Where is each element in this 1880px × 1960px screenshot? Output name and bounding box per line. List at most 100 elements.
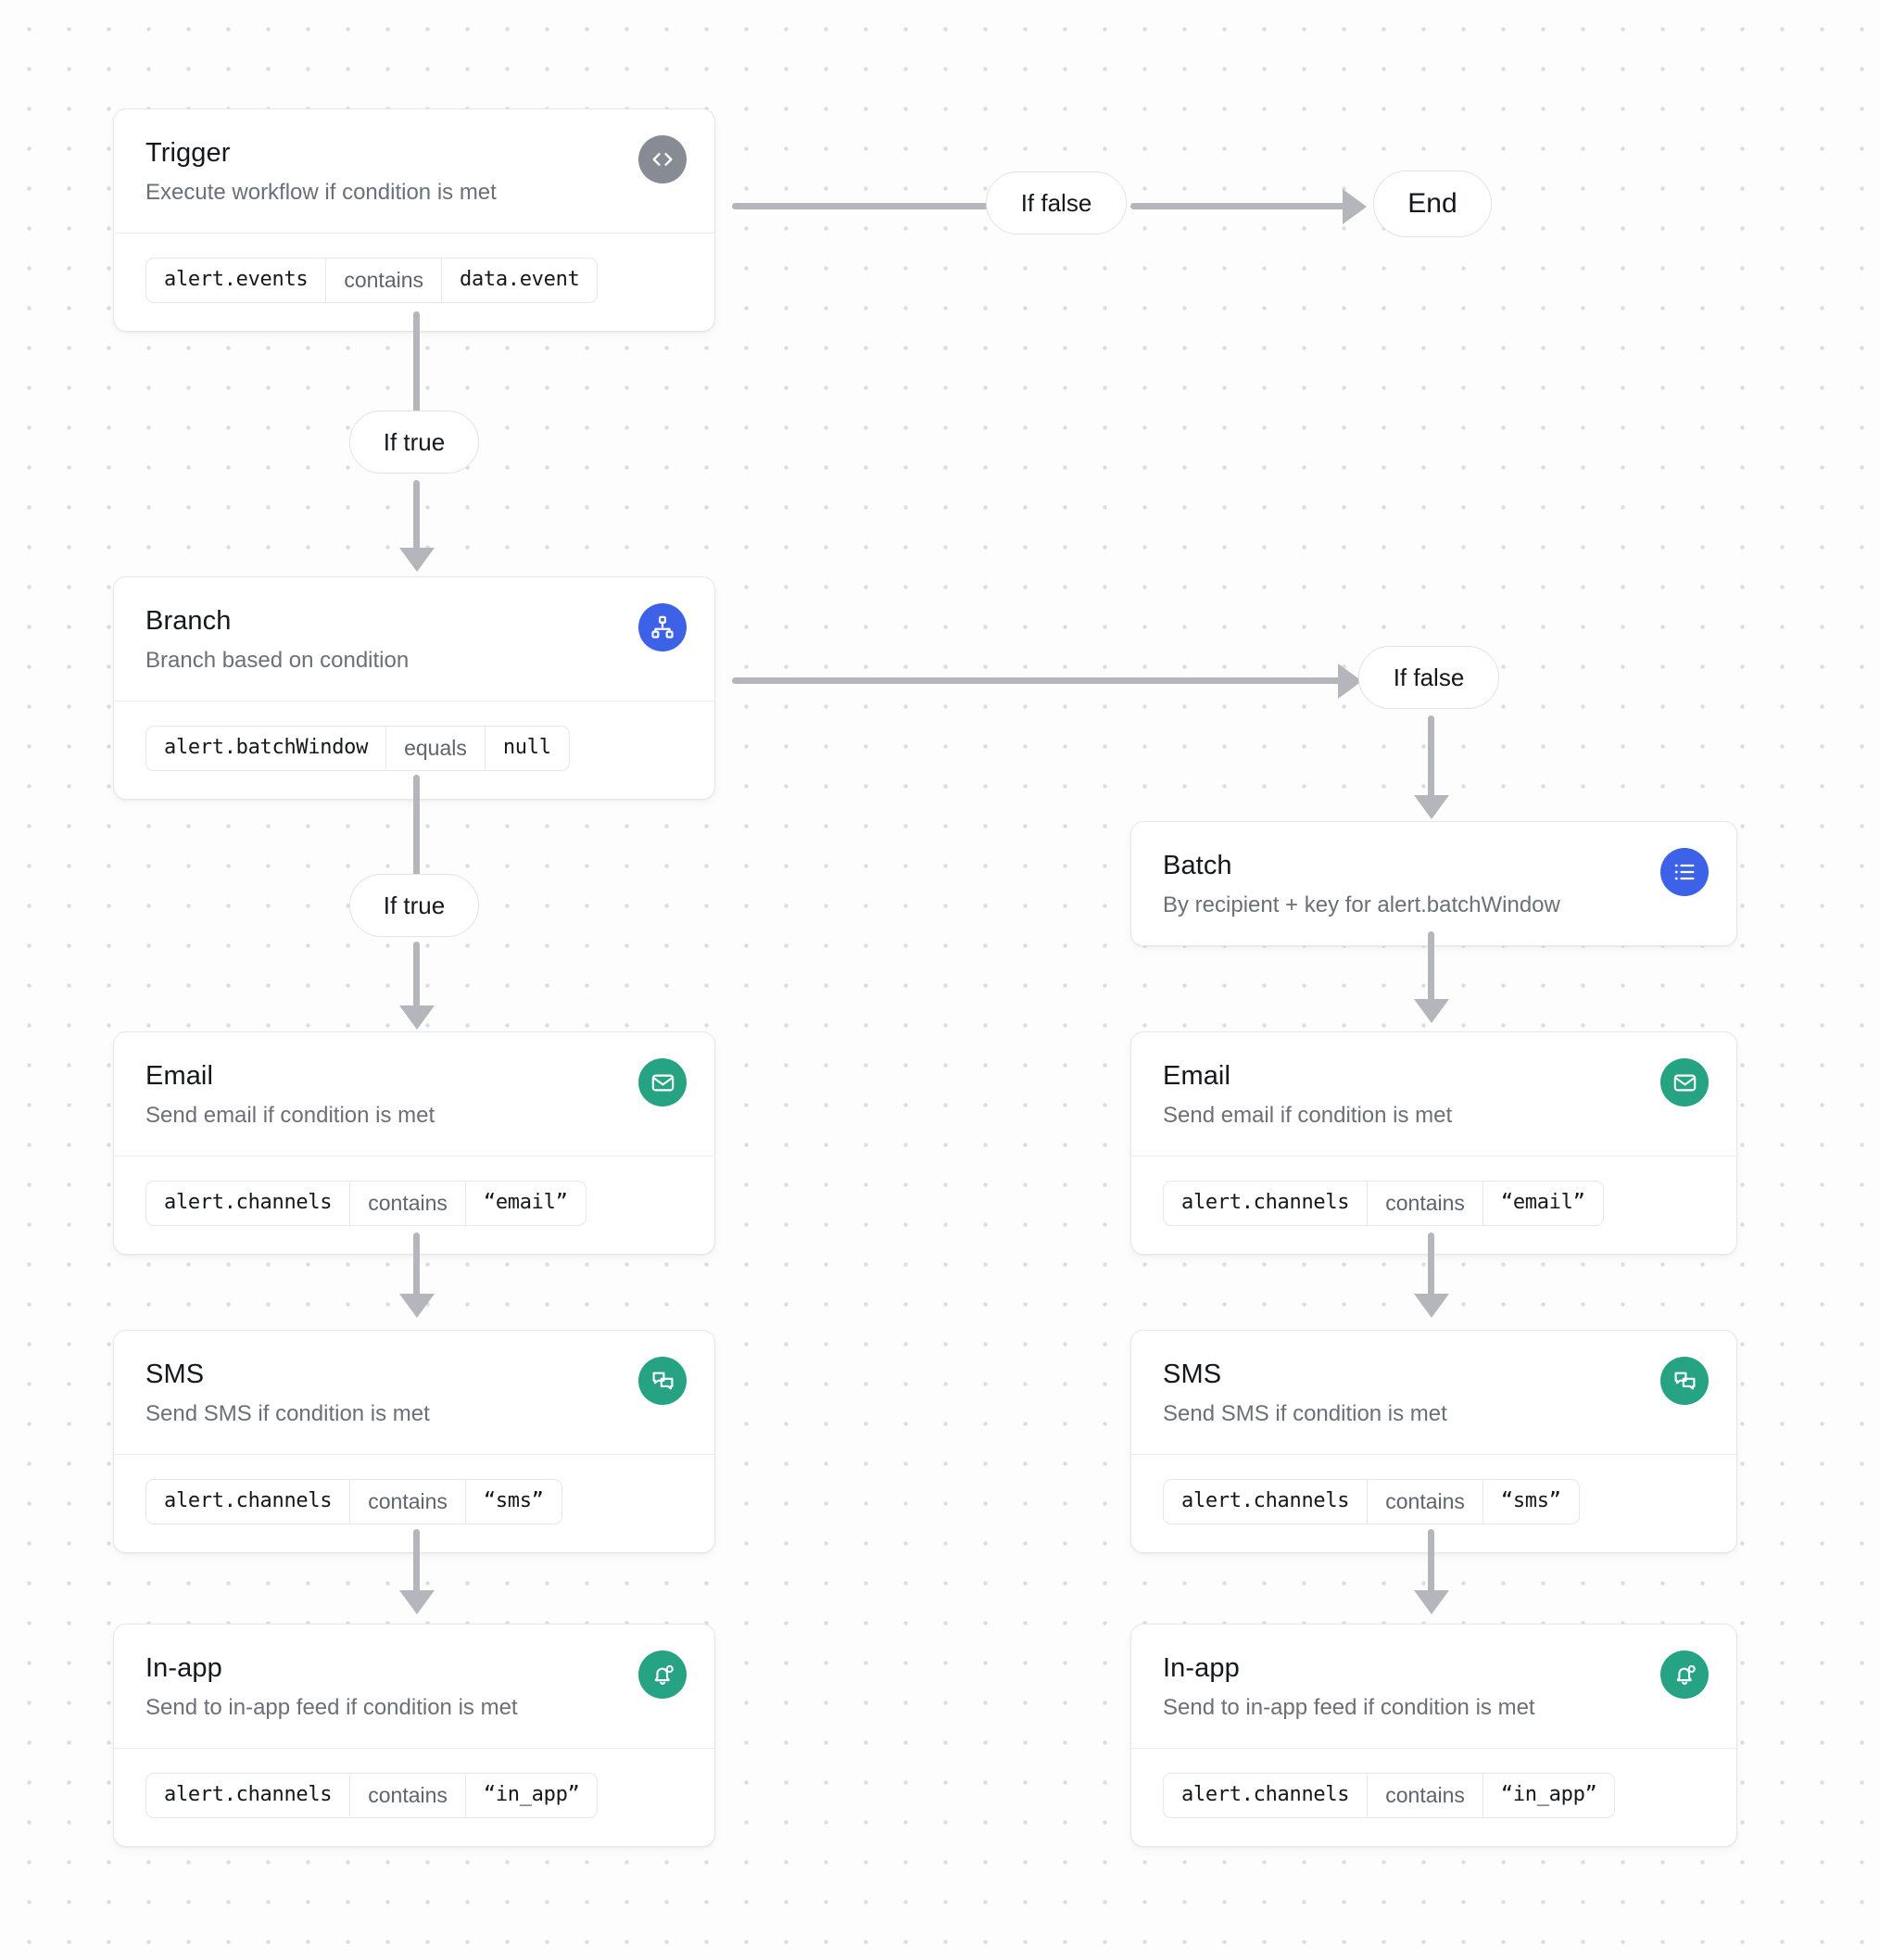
node-sms-left-condition: alert.channels contains “sms” xyxy=(114,1453,714,1552)
condition-chip[interactable]: alert.channels contains “email” xyxy=(1163,1180,1604,1226)
condition-field: alert.channels xyxy=(1181,1191,1350,1215)
condition-value: “in_app” xyxy=(1500,1783,1597,1807)
list-icon xyxy=(1660,848,1709,896)
end-label: End xyxy=(1407,188,1457,219)
edge-label-trigger-false[interactable]: If false xyxy=(986,171,1127,234)
node-trigger[interactable]: Trigger Execute workflow if condition is… xyxy=(113,108,715,332)
arrowhead-email-sms-right xyxy=(1414,1294,1449,1318)
condition-field: alert.channels xyxy=(164,1191,333,1215)
condition-field: alert.channels xyxy=(164,1783,333,1807)
node-sms-right[interactable]: SMS Send SMS if condition is met alert.c… xyxy=(1130,1330,1737,1553)
node-branch[interactable]: Branch Branch based on condition alert.b… xyxy=(113,576,715,800)
condition-field: alert.channels xyxy=(1181,1783,1350,1807)
arrowhead-to-branch xyxy=(399,548,435,572)
node-inapp-right-header: In-app Send to in-app feed if condition … xyxy=(1131,1625,1736,1748)
node-end[interactable]: End xyxy=(1373,171,1492,237)
node-subtitle: Send email if condition is met xyxy=(1163,1102,1453,1128)
connector-email-sms-left xyxy=(413,1233,420,1299)
condition-operator: contains xyxy=(1367,1479,1483,1524)
connector-trigger-false-left xyxy=(732,203,991,209)
node-subtitle: Send to in-app feed if condition is met xyxy=(1163,1694,1535,1720)
condition-chip[interactable]: alert.events contains data.event xyxy=(145,257,599,303)
condition-value: data.event xyxy=(460,268,580,292)
node-batch[interactable]: Batch By recipient + key for alert.batch… xyxy=(1130,821,1737,946)
condition-value: “sms” xyxy=(483,1489,544,1513)
condition-operator: contains xyxy=(349,1773,466,1817)
bell-dot-icon xyxy=(1660,1650,1709,1699)
arrowhead-to-end xyxy=(1343,189,1367,224)
node-title: Branch xyxy=(145,606,232,636)
node-title: Email xyxy=(1163,1061,1231,1091)
arrowhead-sms-inapp-right xyxy=(1414,1590,1449,1614)
edge-label-trigger-true[interactable]: If true xyxy=(349,411,479,474)
condition-operator: contains xyxy=(349,1479,466,1524)
node-title: Trigger xyxy=(145,138,231,168)
connector-branch-true-lower xyxy=(413,942,420,1010)
hierarchy-icon xyxy=(638,603,687,651)
edge-label-branch-false[interactable]: If false xyxy=(1358,646,1499,709)
node-email-left-header: Email Send email if condition is met xyxy=(114,1032,714,1156)
condition-chip[interactable]: alert.channels contains “in_app” xyxy=(1163,1772,1616,1818)
node-subtitle: Send to in-app feed if condition is met xyxy=(145,1694,518,1720)
node-title: Email xyxy=(145,1061,214,1091)
condition-value: “email” xyxy=(483,1191,568,1215)
node-subtitle: By recipient + key for alert.batchWindow xyxy=(1163,891,1560,917)
condition-chip[interactable]: alert.channels contains “email” xyxy=(145,1180,587,1226)
node-title: SMS xyxy=(145,1359,205,1389)
node-inapp-left-condition: alert.channels contains “in_app” xyxy=(114,1747,714,1846)
condition-operator: contains xyxy=(1367,1181,1483,1225)
node-title: SMS xyxy=(1163,1359,1222,1389)
node-subtitle: Branch based on condition xyxy=(145,647,410,673)
condition-chip[interactable]: alert.batchWindow equals null xyxy=(145,725,570,771)
condition-value: “in_app” xyxy=(483,1783,580,1807)
condition-operator: contains xyxy=(1367,1773,1483,1817)
arrowhead-email-sms-left xyxy=(399,1294,435,1318)
condition-field: alert.channels xyxy=(164,1489,333,1513)
connector-branch-true-upper xyxy=(413,775,420,879)
connector-trigger-true-lower xyxy=(413,480,420,552)
condition-chip[interactable]: alert.channels contains “sms” xyxy=(1163,1478,1580,1524)
edge-label-branch-true[interactable]: If true xyxy=(349,874,479,937)
connector-email-sms-right xyxy=(1428,1233,1434,1299)
connector-sms-inapp-right xyxy=(1428,1529,1434,1596)
condition-chip[interactable]: alert.channels contains “in_app” xyxy=(145,1772,599,1818)
condition-operator: contains xyxy=(325,258,443,302)
node-subtitle: Send SMS if condition is met xyxy=(145,1400,430,1426)
connector-trigger-false-right xyxy=(1130,203,1357,209)
node-subtitle: Send SMS if condition is met xyxy=(1163,1400,1447,1426)
bell-dot-icon xyxy=(638,1650,687,1699)
node-email-left[interactable]: Email Send email if condition is met ale… xyxy=(113,1031,715,1255)
edge-label-text: If true xyxy=(383,427,446,456)
connector-branch-false xyxy=(732,677,1344,684)
envelope-icon xyxy=(1660,1058,1709,1106)
node-email-left-condition: alert.channels contains “email” xyxy=(114,1155,714,1254)
chat-bubbles-icon xyxy=(1660,1357,1709,1405)
node-trigger-condition: alert.events contains data.event xyxy=(114,232,714,331)
node-inapp-left[interactable]: In-app Send to in-app feed if condition … xyxy=(113,1624,715,1847)
connector-sms-inapp-left xyxy=(413,1529,420,1596)
node-email-right-header: Email Send email if condition is met xyxy=(1131,1032,1736,1156)
edge-label-text: If true xyxy=(383,891,446,919)
node-inapp-left-header: In-app Send to in-app feed if condition … xyxy=(114,1625,714,1748)
node-trigger-header: Trigger Execute workflow if condition is… xyxy=(114,109,714,233)
node-email-right[interactable]: Email Send email if condition is met ale… xyxy=(1130,1031,1737,1255)
arrowhead-batch-email-right xyxy=(1414,999,1449,1023)
node-sms-right-header: SMS Send SMS if condition is met xyxy=(1131,1331,1736,1454)
chat-bubbles-icon xyxy=(638,1357,687,1405)
node-title: Batch xyxy=(1163,851,1232,880)
condition-field: alert.batchWindow xyxy=(164,736,369,760)
arrowhead-to-batch xyxy=(1414,795,1449,819)
node-inapp-right-condition: alert.channels contains “in_app” xyxy=(1131,1747,1736,1846)
condition-value: null xyxy=(502,736,551,760)
condition-value: “email” xyxy=(1500,1191,1585,1215)
condition-operator: contains xyxy=(349,1181,466,1225)
node-inapp-right[interactable]: In-app Send to in-app feed if condition … xyxy=(1130,1624,1737,1847)
node-sms-left-header: SMS Send SMS if condition is met xyxy=(114,1331,714,1454)
code-icon xyxy=(638,135,687,183)
condition-field: alert.channels xyxy=(1181,1489,1350,1513)
node-title: In-app xyxy=(145,1653,222,1683)
condition-chip[interactable]: alert.channels contains “sms” xyxy=(145,1478,562,1524)
edge-label-text: If false xyxy=(1020,188,1092,217)
node-title: In-app xyxy=(1163,1653,1240,1683)
node-sms-left[interactable]: SMS Send SMS if condition is met alert.c… xyxy=(113,1330,715,1553)
